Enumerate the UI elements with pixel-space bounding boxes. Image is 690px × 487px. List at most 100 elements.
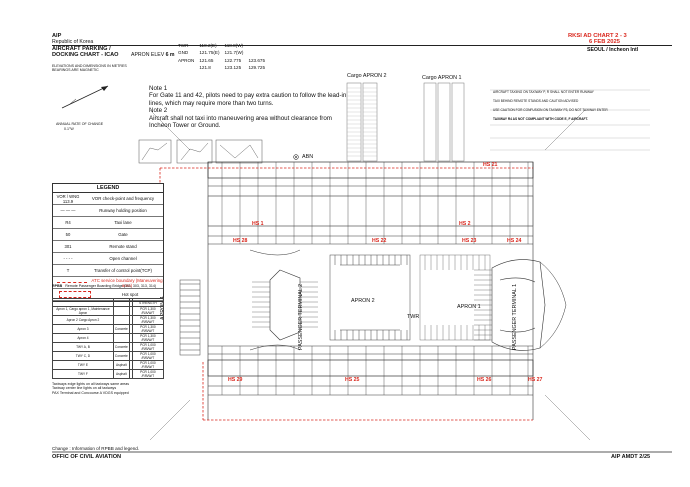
table-header-cell <box>52 297 114 308</box>
table-cell: Apron 4 <box>52 333 114 344</box>
apron-elev-value: 6 m <box>165 52 175 58</box>
table-cell: PCR 1,300 /R/B/W/T <box>131 333 165 344</box>
apron-elev-label: APRON ELEV <box>131 52 165 58</box>
legend-label: Remote stand <box>109 244 137 249</box>
legend-label: Transfer of control point(TCP) <box>94 268 152 273</box>
apron-elev: APRON ELEV 6 m <box>131 52 175 58</box>
frequency-cell: 123.675 <box>248 57 266 63</box>
chart-date: 6 FEB 2025 <box>589 39 620 45</box>
pavement-strength-table: STRENGTH Apron 1, Cargo apron 1, Mainten… <box>52 297 165 380</box>
rpbb-description: Remote Passenger Boarding Bridge (301, 3… <box>65 284 157 288</box>
table-cell: TWY A, B <box>52 342 114 353</box>
table-cell: PCR 1,300 /R/B/W/T <box>131 324 165 335</box>
frequency-cell: APRON <box>178 57 195 63</box>
change-note: Change : Information of RPBB and legend. <box>52 446 140 451</box>
frequency-cell: 121.65 <box>199 57 214 63</box>
table-cell <box>112 333 130 344</box>
legend-row: ATC service boundary (Maneuvering area) <box>53 277 163 289</box>
hotspot-hs21: HS 21 <box>483 162 498 168</box>
beacon-icon <box>293 154 299 160</box>
frequency-cell: 121.75(E) <box>199 50 220 56</box>
hotspot-hs25: HS 25 <box>345 377 360 383</box>
runway-leaders <box>149 109 591 441</box>
legend-symbol <box>57 282 87 283</box>
hotspot-hs2: HS 2 <box>459 221 471 227</box>
legend-label: Open channel <box>109 256 137 261</box>
table-cell: TWY E <box>52 360 114 371</box>
legend-symbol: VOR / WNG 113.9 <box>56 193 80 204</box>
warning-3: USE CAUTION FOR CONFUSION ON TAXIWAY P3,… <box>493 107 608 112</box>
table-cell <box>112 306 130 317</box>
annual-rate-label: ANNUAL RATE OF CHANGE <box>56 122 104 126</box>
table-cell: PCR 1,000 /F/B/W/T <box>131 360 165 371</box>
aip-label: AIP <box>52 33 62 39</box>
table-cell: Concrete <box>112 324 130 335</box>
hotspot-hs1: HS 1 <box>252 221 264 227</box>
table-cell: Apron 1, Cargo apron 1, Maintenance Apro… <box>52 306 114 317</box>
chart-title-line-2: DOCKING CHART - ICAO <box>52 52 119 58</box>
hotspot-hs29: HS 29 <box>228 377 243 383</box>
tower-label: TWR <box>407 314 420 320</box>
legend-title: LEGEND <box>52 183 164 192</box>
taxiway-system <box>207 161 534 420</box>
legend-label: Gate <box>118 232 128 237</box>
passenger-terminal-1-drawing <box>474 259 567 351</box>
frequency-cell: GND <box>178 50 189 56</box>
table-cell: TWY F <box>52 369 114 380</box>
warning-2: TAXI BEHIND REMOTE STANDS AND CAUTION AD… <box>493 98 579 103</box>
frequency-cell: TWR <box>178 43 189 48</box>
table-header-cell: STRENGTH <box>131 297 165 308</box>
passenger-terminal-2-drawing <box>249 249 318 351</box>
passenger-terminal-2-label: PASSENGER TERMINAL 2 <box>298 283 304 350</box>
table-cell <box>112 315 130 326</box>
note-1-text: For Gate 11 and 42, pilots need to pay e… <box>149 92 347 107</box>
table-cell: PCR 1,300 /R/A/W/T <box>131 306 165 317</box>
legend-label: VOR check-point and frequency <box>91 196 155 201</box>
country-label: Republic of Korea <box>52 39 94 45</box>
elevation-note-line-1: ELEVATIONS AND DIMENSIONS IN METRES <box>52 64 127 68</box>
table-cell: Concrete <box>112 351 130 362</box>
taxiway-note-3: PAX Terminal and Concourse A VDGS equipp… <box>52 390 129 395</box>
warning-1: AIRCRAFT TAXIING ON TAXIWAY P, R SHALL N… <box>493 90 594 94</box>
legend-label: Runway holding position <box>99 208 147 213</box>
cargo-apron-2-label: Cargo APRON 2 <box>347 73 387 79</box>
legend-label: Taxi lane <box>114 220 132 225</box>
frequency-cell: 118.2(E) <box>199 43 217 48</box>
rpbb-title: RPBB Remote Passenger Boarding Bridge (3… <box>52 284 156 288</box>
legend-row: — — —Runway holding position <box>53 205 163 217</box>
frequency-cell: 129.725 <box>248 65 266 71</box>
legend-symbol <box>59 291 91 298</box>
table-cell: Asphalt <box>112 369 130 380</box>
office-label: OFFIC OF CIVIL AVIATION <box>52 454 122 460</box>
apron-2-label: APRON 2 <box>351 298 375 304</box>
abn-label: ABN <box>302 154 314 160</box>
note-1-title: Note 1 <box>149 85 168 92</box>
legend-row: - - - -Open channel <box>53 253 163 265</box>
legend-label: Hot spot <box>121 292 139 297</box>
amendment-label: AIP AMDT 2/25 <box>611 454 651 460</box>
atc-boundary <box>159 167 533 421</box>
table-cell: TWY C, D <box>52 351 114 362</box>
table-row: Apron 1, Cargo apron 1, Maintenance Apro… <box>52 306 165 317</box>
frequency-cell: 118.8(W) <box>224 43 244 48</box>
chart-title-line-1: AIRCRAFT PARKING / <box>52 46 111 52</box>
warning-4: TAXIWAY R4 AS NOT COMPLIANT WITH CODE E,… <box>493 116 588 121</box>
apron-1-label: APRON 1 <box>457 304 481 310</box>
passenger-terminal-1-label: PASSENGER TERMINAL 1 <box>512 283 518 350</box>
taxiway-note-1: Taxiways edge lights on all taxiways sam… <box>52 382 130 386</box>
taxiway-note-2: Taxiway center line lights on all taxiwa… <box>52 386 117 391</box>
cargo-apron-2-stands <box>346 82 378 162</box>
central-concourse <box>329 254 411 341</box>
elevation-note-line-2: BEARINGS ARE MAGNETIC <box>52 68 99 73</box>
hotspot-hs28: HS 28 <box>233 238 248 244</box>
gate-11-inset <box>138 139 172 164</box>
table-row: Apron 4 PCR 1,300 /R/B/W/T <box>52 333 165 344</box>
